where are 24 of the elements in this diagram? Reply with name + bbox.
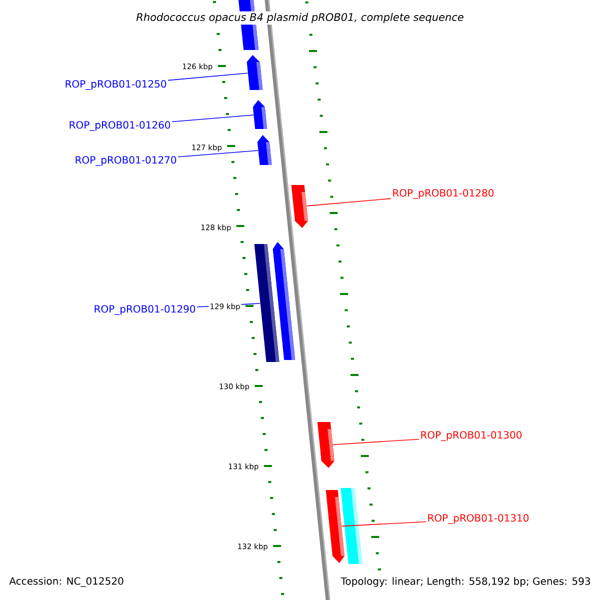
- gene-feature: [317, 422, 334, 468]
- gene-label: ROP_pROB01-01270: [76, 156, 176, 166]
- gene-label: ROP_pROB01-01260: [70, 121, 170, 131]
- gene-label: ROP_pROB01-01250: [66, 80, 166, 90]
- accession-text: Accession: NC_012520: [8, 576, 125, 588]
- gene-feature: [246, 55, 263, 90]
- leader-line: [332, 438, 420, 445]
- gene-feature: [257, 135, 272, 165]
- leader-line: [306, 198, 392, 206]
- gene-label: ROP_pROB01-01310: [428, 514, 529, 524]
- leader-line: [178, 150, 258, 158]
- summary-text: Topology: linear; Length: 558,192 bp; Genes: 593: [340, 576, 592, 588]
- leader-line: [341, 521, 426, 527]
- gene-label: ROP_pROB01-01300: [421, 431, 522, 441]
- gene-feature: [340, 488, 362, 564]
- title: Rhodococcus opacus B4 plasmid pROB01, complete sequence: [134, 11, 466, 25]
- gene-label: ROP_pROB01-01290: [94, 305, 196, 315]
- gene-feature: [326, 490, 344, 563]
- gene-feature: [272, 242, 296, 360]
- leader-line: [172, 114, 254, 122]
- gene-label: ROP_pROB01-01280: [393, 189, 494, 199]
- gene-feature: [252, 100, 268, 129]
- gene-feature: [291, 185, 308, 228]
- leader-line: [168, 72, 248, 81]
